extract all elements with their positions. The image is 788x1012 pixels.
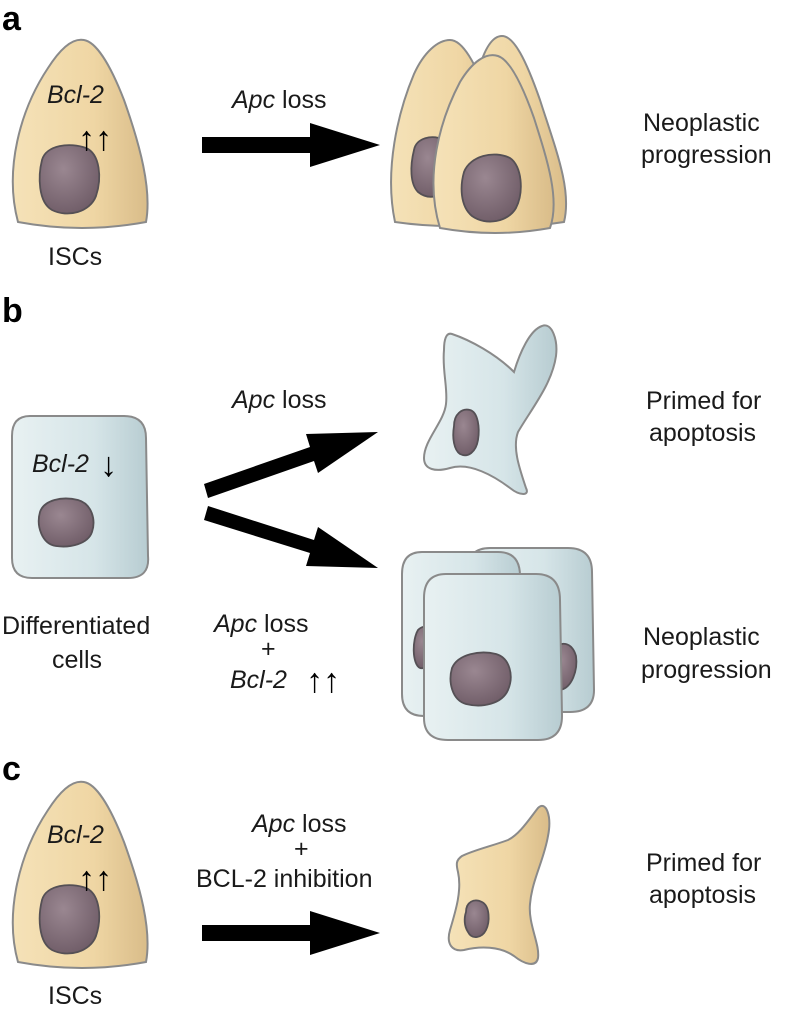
arrow-label: Apc loss [230,86,327,114]
gene-label-bcl2: Bcl-2 [47,821,104,849]
upper-arrow-label: Apc loss [230,386,327,414]
panel-a-letter: a [2,0,22,38]
cell-label-iscs: ISCs [48,982,102,1010]
arrow-label-plus: + [294,835,309,863]
upper-diagonal-arrow-icon [204,432,378,498]
nucleus [449,651,512,707]
outcome-lower-line-2: progression [641,656,772,684]
outcome-upper-line-1: Primed for [646,387,761,415]
nucleus [38,144,101,215]
nucleus [463,899,490,938]
up-arrows-icon: ↑↑ [78,860,112,898]
apoptotic-cell-c [447,805,551,965]
lower-arrow-gene: Bcl-2 [230,666,287,694]
panel-c-letter: c [2,750,21,788]
nucleus [37,497,95,548]
panel-b: b Bcl-2 ↓ Differentiated cells Apc loss … [2,292,772,741]
up-arrows-icon: ↑↑ [306,662,340,700]
cell-label-line-2: cells [52,646,102,674]
neoplastic-cell-cluster-a [390,34,568,234]
right-arrow-icon [202,123,380,167]
gene-label-bcl2: Bcl-2 [32,450,89,478]
lower-arrow-label: Apc loss [212,610,309,638]
apoptotic-cell-b [422,324,558,495]
right-arrow-icon [202,911,380,955]
nucleus [452,408,480,457]
outcome-lower-line-1: Neoplastic [643,623,760,651]
outcome-line-2: progression [641,141,772,169]
differentiated-cell [11,415,150,579]
lower-arrow-plus: + [261,635,276,663]
neoplastic-cell-cluster-b [401,547,596,741]
arrow-label-line-1: Apc loss [250,810,347,838]
outcome-upper-line-2: apoptosis [649,419,756,447]
panel-c: c Bcl-2 ↑↑ ISCs Apc loss + BCL-2 inhibit… [2,750,761,1010]
arrow-label-line-3: BCL-2 inhibition [196,865,373,893]
nucleus [38,884,101,955]
down-arrow-icon: ↓ [100,446,117,484]
panel-a: a Bcl-2 ↑↑ ISCs Apc loss Neoplastic prog… [2,0,772,271]
panel-b-letter: b [2,292,23,330]
lower-diagonal-arrow-icon [204,506,378,568]
nucleus [460,153,522,223]
up-arrows-icon: ↑↑ [78,120,112,158]
cell-label-iscs: ISCs [48,243,102,271]
isc-cell-a [11,38,149,229]
outcome-line-1: Primed for [646,849,761,877]
outcome-line-1: Neoplastic [643,109,760,137]
isc-cell-c [11,780,149,969]
outcome-line-2: apoptosis [649,881,756,909]
cell-label-line-1: Differentiated [2,612,150,640]
gene-label-bcl2: Bcl-2 [47,81,104,109]
